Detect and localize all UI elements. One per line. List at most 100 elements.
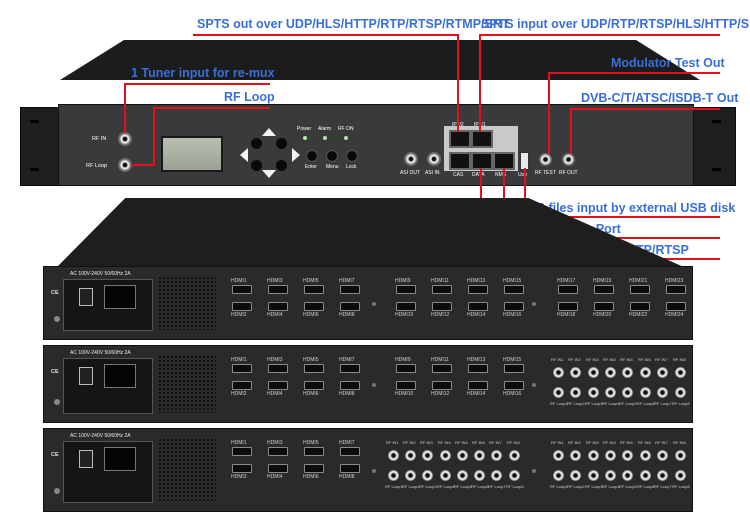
hdmi-port[interactable]: [340, 285, 360, 294]
rf-loop-connector[interactable]: [457, 470, 468, 481]
rf-loop-connector[interactable]: [491, 470, 502, 481]
asi-in-connector[interactable]: [427, 152, 441, 166]
rf-loop-connector[interactable]: [388, 470, 399, 481]
hdmi-port[interactable]: [268, 447, 288, 456]
rf-test-connector[interactable]: [539, 153, 552, 166]
hdmi-port[interactable]: [304, 447, 324, 456]
hdmi-port[interactable]: [432, 364, 452, 373]
hdmi-port[interactable]: [432, 285, 452, 294]
hdmi-port[interactable]: [468, 364, 488, 373]
hdmi-port[interactable]: [232, 302, 252, 311]
hdmi-port[interactable]: [268, 285, 288, 294]
hdmi-port[interactable]: [340, 447, 360, 456]
keypad-button[interactable]: [251, 138, 262, 149]
rf-loop-connector[interactable]: [422, 470, 433, 481]
hdmi-port[interactable]: [558, 285, 578, 294]
keypad-button[interactable]: [276, 160, 287, 171]
rf-in-connector[interactable]: [440, 450, 451, 461]
rf-in-connector[interactable]: [588, 450, 599, 461]
rf-in-connector[interactable]: [405, 450, 416, 461]
ip2-ethernet-port[interactable]: [449, 130, 471, 148]
rf-in-connector[interactable]: [457, 450, 468, 461]
menu-button[interactable]: [326, 150, 338, 162]
hdmi-port[interactable]: [232, 464, 252, 473]
rf-in-connector[interactable]: [657, 450, 668, 461]
rf-in-connector[interactable]: [491, 450, 502, 461]
hdmi-port[interactable]: [666, 302, 686, 311]
rf-in-connector[interactable]: [640, 367, 651, 378]
rf-in-connector[interactable]: [553, 367, 564, 378]
rf-loop-connector[interactable]: [640, 470, 651, 481]
enter-button[interactable]: [306, 150, 318, 162]
rf-loop-connector[interactable]: [640, 387, 651, 398]
rf-in-connector[interactable]: [622, 450, 633, 461]
left-arrow-icon[interactable]: [240, 148, 248, 162]
rf-in-connector[interactable]: [657, 367, 668, 378]
rf-loop-connector[interactable]: [675, 387, 686, 398]
hdmi-port[interactable]: [304, 381, 324, 390]
rf-loop-connector[interactable]: [118, 158, 132, 172]
down-arrow-icon[interactable]: [262, 170, 276, 178]
hdmi-port[interactable]: [630, 302, 650, 311]
hdmi-port[interactable]: [304, 285, 324, 294]
hdmi-port[interactable]: [468, 285, 488, 294]
hdmi-port[interactable]: [594, 302, 614, 311]
hdmi-port[interactable]: [232, 447, 252, 456]
hdmi-port[interactable]: [666, 285, 686, 294]
rf-in-connector[interactable]: [118, 132, 132, 146]
rf-in-connector[interactable]: [640, 450, 651, 461]
rf-loop-connector[interactable]: [622, 470, 633, 481]
hdmi-port[interactable]: [594, 285, 614, 294]
hdmi-port[interactable]: [340, 302, 360, 311]
data-ethernet-port[interactable]: [471, 152, 493, 170]
rf-loop-connector[interactable]: [657, 387, 668, 398]
hdmi-port[interactable]: [432, 381, 452, 390]
hdmi-port[interactable]: [396, 285, 416, 294]
asi-out-connector[interactable]: [404, 152, 418, 166]
rf-in-connector[interactable]: [675, 367, 686, 378]
rf-loop-connector[interactable]: [570, 470, 581, 481]
hdmi-port[interactable]: [504, 364, 524, 373]
lock-button[interactable]: [346, 150, 358, 162]
rf-in-connector[interactable]: [422, 450, 433, 461]
ac-inlet[interactable]: [104, 364, 136, 388]
rf-loop-connector[interactable]: [588, 470, 599, 481]
ac-inlet[interactable]: [104, 447, 136, 471]
hdmi-port[interactable]: [504, 285, 524, 294]
rf-loop-connector[interactable]: [588, 387, 599, 398]
hdmi-port[interactable]: [630, 285, 650, 294]
cas-ethernet-port[interactable]: [449, 152, 471, 170]
rf-in-connector[interactable]: [675, 450, 686, 461]
rf-loop-connector[interactable]: [657, 470, 668, 481]
ip1-ethernet-port[interactable]: [471, 130, 493, 148]
right-arrow-icon[interactable]: [292, 148, 300, 162]
hdmi-port[interactable]: [340, 364, 360, 373]
hdmi-port[interactable]: [504, 302, 524, 311]
hdmi-port[interactable]: [432, 302, 452, 311]
rf-out-connector[interactable]: [562, 153, 575, 166]
rf-in-connector[interactable]: [570, 367, 581, 378]
hdmi-port[interactable]: [232, 381, 252, 390]
hdmi-port[interactable]: [340, 464, 360, 473]
rf-loop-connector[interactable]: [553, 470, 564, 481]
hdmi-port[interactable]: [304, 364, 324, 373]
rf-loop-connector[interactable]: [675, 470, 686, 481]
hdmi-port[interactable]: [268, 381, 288, 390]
power-switch[interactable]: [79, 288, 93, 306]
rf-in-connector[interactable]: [388, 450, 399, 461]
hdmi-port[interactable]: [268, 364, 288, 373]
hdmi-port[interactable]: [468, 302, 488, 311]
rf-loop-connector[interactable]: [622, 387, 633, 398]
rf-loop-connector[interactable]: [405, 470, 416, 481]
rf-loop-connector[interactable]: [440, 470, 451, 481]
rf-in-connector[interactable]: [605, 450, 616, 461]
rf-loop-connector[interactable]: [605, 387, 616, 398]
rf-in-connector[interactable]: [588, 367, 599, 378]
hdmi-port[interactable]: [232, 364, 252, 373]
hdmi-port[interactable]: [504, 381, 524, 390]
rf-in-connector[interactable]: [509, 450, 520, 461]
rf-in-connector[interactable]: [474, 450, 485, 461]
rf-loop-connector[interactable]: [570, 387, 581, 398]
rf-loop-connector[interactable]: [509, 470, 520, 481]
hdmi-port[interactable]: [468, 381, 488, 390]
